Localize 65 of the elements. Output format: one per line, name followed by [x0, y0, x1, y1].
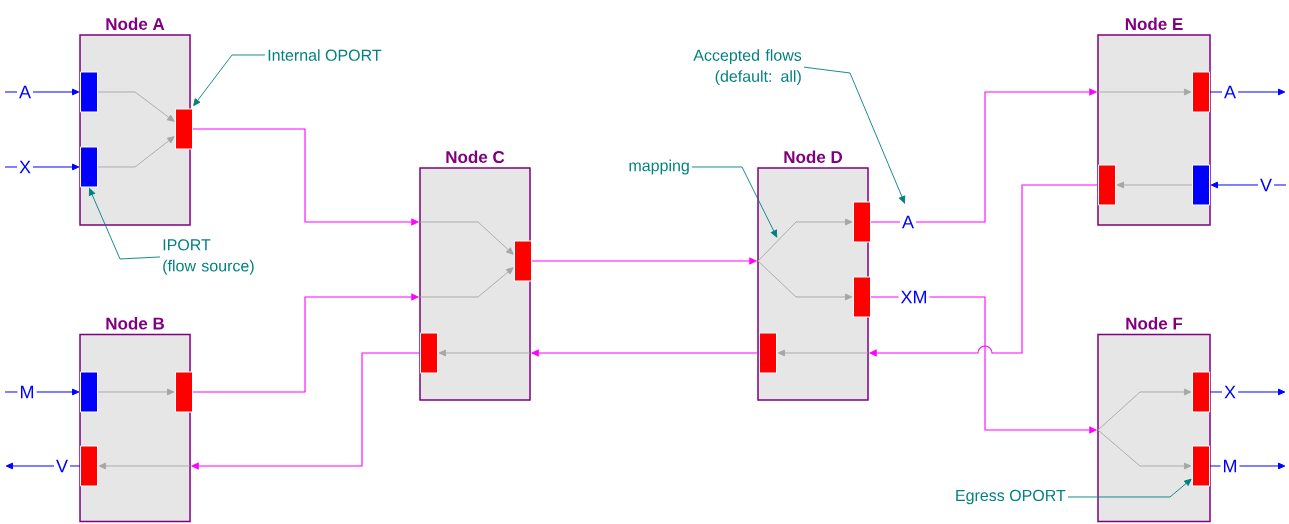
annotation-text: Internal OPORT [268, 49, 382, 61]
internal-arrow [757, 260, 853, 301]
port-block [420, 332, 438, 374]
node-label: Node B [106, 317, 164, 330]
port-arrow [4, 88, 80, 96]
edge-label: M [1220, 457, 1240, 475]
port-block [80, 371, 98, 413]
internal-arrow [438, 349, 531, 357]
internal-arrow [419, 267, 514, 298]
leader-line [1067, 478, 1192, 498]
port-block [853, 201, 871, 243]
internal-arrow [98, 462, 191, 470]
internal-arrow [419, 221, 514, 255]
port-block [514, 240, 532, 282]
internal-arrow [1097, 388, 1192, 431]
edge-label: X [1222, 383, 1238, 401]
port-block [1192, 164, 1210, 206]
edge-label: A [900, 213, 916, 231]
internal-arrow [97, 91, 175, 122]
annotation-text: mapping [629, 159, 689, 175]
port-block [80, 71, 98, 113]
edge-label: X [17, 158, 33, 176]
internal-arrow [97, 388, 175, 396]
port-block [80, 445, 98, 487]
leader-line [803, 66, 906, 204]
node-label: Node E [1125, 17, 1183, 31]
leader-line [193, 54, 266, 107]
port-arrow [4, 388, 80, 396]
internal-arrow [777, 349, 869, 357]
node-label: Node D [784, 150, 843, 164]
port-block [1098, 164, 1116, 206]
annotation-text: Accepted flows (default: all) [693, 49, 802, 86]
node-box: Node C [419, 150, 531, 401]
internal-arrow [1097, 88, 1192, 96]
edge-label: M [17, 383, 37, 401]
port-arrow [5, 462, 81, 470]
port-block [853, 276, 871, 318]
port-arrow [4, 163, 80, 171]
edge-label: A [1222, 83, 1238, 101]
node-box: Node F [1097, 317, 1211, 523]
annotation-text: IPORT (flow source) [163, 239, 254, 275]
port-block [175, 108, 193, 150]
port-block [80, 146, 98, 188]
edge-label: A [17, 83, 33, 101]
annotation-text: Egress OPORT [956, 489, 1066, 505]
internal-arrow [1116, 181, 1193, 189]
port-block [1192, 71, 1210, 113]
leader-line [88, 188, 161, 260]
internal-arrow [1097, 429, 1192, 470]
node-label: Node F [1126, 317, 1183, 330]
port-arrow [1209, 388, 1286, 396]
node-label: Node C [446, 150, 505, 164]
leader-line [691, 166, 778, 238]
internal-arrow [757, 218, 853, 262]
node-box: Node D [757, 150, 869, 401]
port-block [759, 332, 777, 374]
internal-arrow [97, 136, 175, 168]
port-block [1192, 371, 1210, 413]
edge-label: V [1258, 176, 1274, 194]
node-label: Node A [106, 17, 165, 31]
edge-label: V [54, 457, 70, 475]
edge-label: XM [898, 288, 930, 306]
port-block [1192, 445, 1210, 487]
port-block [175, 371, 193, 413]
port-arrow [1210, 181, 1287, 189]
